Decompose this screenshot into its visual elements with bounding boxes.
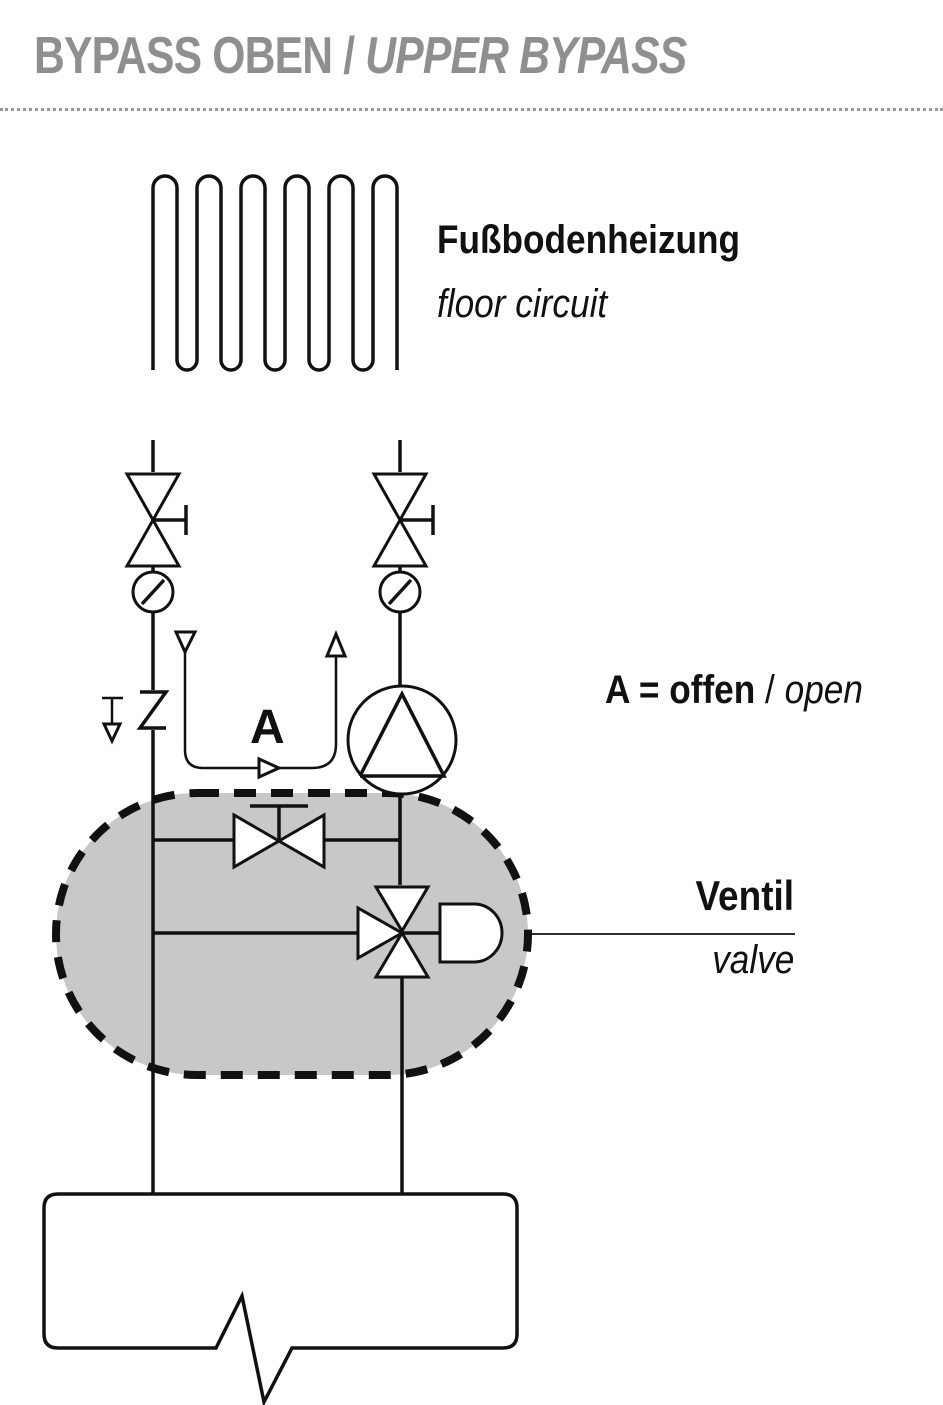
flow-path-a	[173, 630, 348, 780]
bypass-balancing-valve-icon	[232, 804, 326, 870]
title-en: UPPER BYPASS	[365, 27, 687, 85]
check-valve-icon	[136, 690, 170, 730]
shutoff-valve-left-icon	[124, 472, 188, 568]
down-arrow-icon	[101, 696, 123, 745]
legend-a-open: A = offen / open	[605, 668, 863, 713]
title-separator: /	[332, 27, 366, 85]
thermometer-left-icon	[131, 566, 175, 614]
flow-marker-a: A	[250, 701, 285, 754]
legend-key: A =	[605, 668, 670, 712]
valve-label-de: Ventil	[695, 872, 794, 919]
title-divider	[0, 108, 943, 111]
shutoff-valve-right-icon	[371, 472, 435, 568]
floor-circuit-label-en: floor circuit	[437, 282, 608, 326]
circulation-pump-icon	[346, 684, 458, 796]
valve-label-en: valve	[711, 938, 794, 982]
title-de: BYPASS OBEN	[34, 27, 333, 85]
floor-heating-coil	[151, 174, 399, 372]
thermometer-right-icon	[378, 566, 422, 614]
floor-circuit-label-de: Fußbodenheizung	[437, 218, 741, 262]
heat-source-block	[42, 1192, 519, 1405]
legend-en: open	[784, 668, 863, 712]
legend-de: offen	[669, 668, 756, 712]
return-line-right	[398, 440, 404, 1195]
page-title: BYPASS OBEN / UPPER BYPASS	[34, 26, 687, 86]
valve-actuator-icon	[402, 902, 504, 964]
three-way-mixing-valve-icon	[356, 885, 431, 979]
legend-separator: /	[755, 668, 785, 712]
